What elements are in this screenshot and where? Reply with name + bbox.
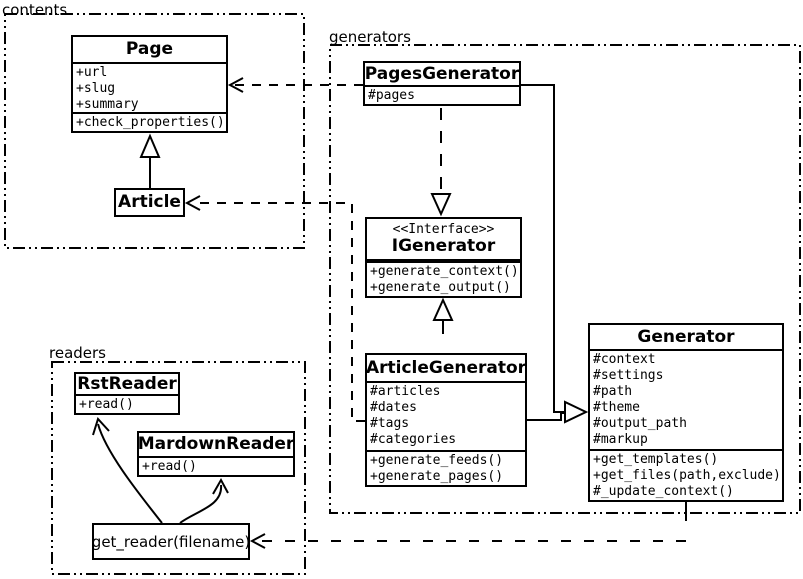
inheritance-arrow-articlegenerator-to-generator: [527, 400, 589, 424]
realization-arrow-articlegenerator-to-igenerator: [432, 297, 454, 352]
attribute: #output_path: [593, 416, 687, 431]
attribute: #tags: [370, 416, 410, 431]
method: +check_properties(): [76, 115, 225, 130]
method: +read(): [79, 397, 134, 412]
class-mardownreader-name: MardownReader: [138, 433, 294, 458]
readers-package-border: [51, 361, 306, 575]
class-mardownreader-methods: +read(): [139, 458, 293, 475]
method: +get_templates(): [593, 452, 719, 467]
attribute: #articles: [370, 384, 441, 399]
class-name-text: IGenerator: [391, 236, 496, 257]
class-articlegenerator-methods: +generate_feeds() +generate_pages(): [367, 450, 525, 485]
class-generator-name: Generator: [590, 325, 782, 351]
method: +generate_output(): [370, 280, 511, 295]
attribute: #settings: [593, 368, 664, 383]
attribute: #pages: [368, 88, 415, 103]
class-pagesgenerator-name: PagesGenerator: [365, 63, 519, 87]
attribute: #context: [593, 352, 656, 367]
realization-arrow-pagesgenerator-to-igenerator: [430, 108, 452, 217]
class-pagesgenerator-attributes: #pages: [365, 87, 519, 104]
interface-stereotype: <<Interface>>: [392, 222, 495, 238]
contents-package-border: [4, 13, 305, 249]
method: +generate_context(): [370, 264, 519, 279]
package-label-generators: generators: [329, 28, 411, 46]
get-reader-node: get_reader(filename): [92, 523, 250, 560]
attribute: #categories: [370, 432, 457, 447]
arrow-getreader-to-rstreader: [92, 417, 163, 524]
class-articlegenerator-attributes: #articles #dates #tags #categories: [367, 383, 525, 450]
method: +generate_feeds(): [370, 453, 504, 468]
method: +get_files(path,exclude): [593, 468, 781, 483]
class-page: Page +url +slug +summary +check_properti…: [71, 35, 228, 133]
method: +read(): [142, 459, 197, 474]
inheritance-arrow-article-to-page: [139, 133, 161, 188]
attribute: +summary: [76, 97, 139, 112]
class-page-name: Page: [73, 37, 226, 64]
class-articlegenerator-name: ArticleGenerator: [366, 355, 526, 383]
attribute: +url: [76, 65, 108, 80]
dependency-arrow-generator-to-getreader: [249, 502, 687, 549]
attribute: #markup: [593, 432, 648, 447]
package-label-contents: contents: [2, 1, 68, 19]
class-igenerator-methods: +generate_context() +generate_output(): [367, 261, 520, 296]
dependency-arrow-pagesgenerator-to-page: [227, 77, 363, 93]
attribute: #theme: [593, 400, 640, 415]
class-page-attributes: +url +slug +summary: [73, 64, 226, 112]
arrow-getreader-to-mardownreader: [179, 477, 229, 524]
dependency-arrow-articlegenerator-to-article: [184, 195, 365, 422]
class-igenerator: <<Interface>> IGenerator +generate_conte…: [365, 217, 522, 298]
class-article-name: Article: [118, 192, 181, 213]
class-page-methods: +check_properties(): [73, 112, 226, 131]
package-label-readers: readers: [49, 344, 106, 362]
class-generator-methods: +get_templates() +get_files(path,exclude…: [590, 449, 782, 500]
class-article: Article: [114, 188, 185, 217]
generators-package-border: [329, 44, 801, 514]
attribute: #dates: [370, 400, 417, 415]
class-generator: Generator #context #settings #path #them…: [588, 323, 784, 502]
class-rstreader: RstReader +read(): [74, 372, 180, 415]
class-pagesgenerator: PagesGenerator #pages: [363, 61, 521, 106]
get-reader-label: get_reader(filename): [91, 532, 251, 551]
method: +generate_pages(): [370, 469, 504, 484]
inheritance-arrow-pagesgenerator-to-generator: [521, 84, 565, 413]
attribute: #path: [593, 384, 633, 399]
class-mardownreader: MardownReader +read(): [137, 431, 295, 477]
class-rstreader-methods: +read(): [76, 396, 178, 413]
attribute: +slug: [76, 81, 116, 96]
class-rstreader-name: RstReader: [76, 374, 178, 396]
class-articlegenerator: ArticleGenerator #articles #dates #tags …: [365, 353, 527, 487]
class-igenerator-name: <<Interface>> IGenerator: [367, 219, 520, 261]
method: #_update_context(): [593, 484, 734, 499]
class-generator-attributes: #context #settings #path #theme #output_…: [590, 351, 782, 449]
